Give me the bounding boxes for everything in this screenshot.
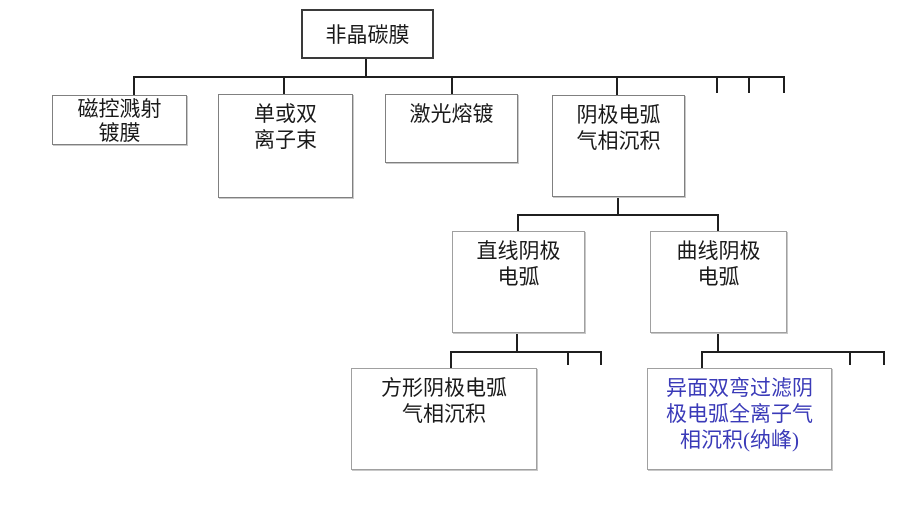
connector-stub-5 [600,351,602,365]
node-square-cathodic-arc: 方形阴极电弧 气相沉积 [351,368,537,470]
connector-stub-1 [716,76,718,93]
connector-drop-laser [451,76,453,94]
connector-drop-cathodic-arc [616,76,618,95]
connector-curved-rail [702,351,885,353]
connector-curved-stem [717,333,719,351]
node-ion-beam: 单或双 离子束 [218,94,353,198]
connector-stub-2 [748,76,750,93]
connector-drop-ion-beam [283,76,285,94]
connector-drop-square-arc [450,351,452,368]
connector-stub-6 [849,351,851,365]
node-laser-cladding: 激光熔镀 [385,94,518,163]
connector-drop-filtered-arc [701,351,703,368]
connector-drop-magnetron [133,76,135,95]
connector-stub-7 [883,351,885,365]
connector-stub-3 [783,76,785,93]
node-curved-cathodic-arc: 曲线阴极 电弧 [650,231,787,333]
node-magnetron-sputtering: 磁控溅射 镀膜 [52,95,187,145]
node-linear-cathodic-arc: 直线阴极 电弧 [452,231,585,333]
node-amorphous-carbon-film: 非晶碳膜 [301,9,434,59]
node-filtered-cathodic-arc: 异面双弯过滤阴 极电弧全离子气 相沉积(纳峰) [647,368,832,470]
connector-linear-rail [450,351,602,353]
connector-level1-rail [134,76,785,78]
connector-linear-stem [516,333,518,351]
node-cathodic-arc-deposition: 阴极电弧 气相沉积 [552,95,685,197]
connector-stub-4 [567,351,569,365]
connector-cathodic-stem [617,197,619,214]
connector-drop-linear-arc [517,214,519,231]
connector-level2-rail [518,214,719,216]
connector-drop-curved-arc [717,214,719,231]
connector-root-stem [365,59,367,78]
